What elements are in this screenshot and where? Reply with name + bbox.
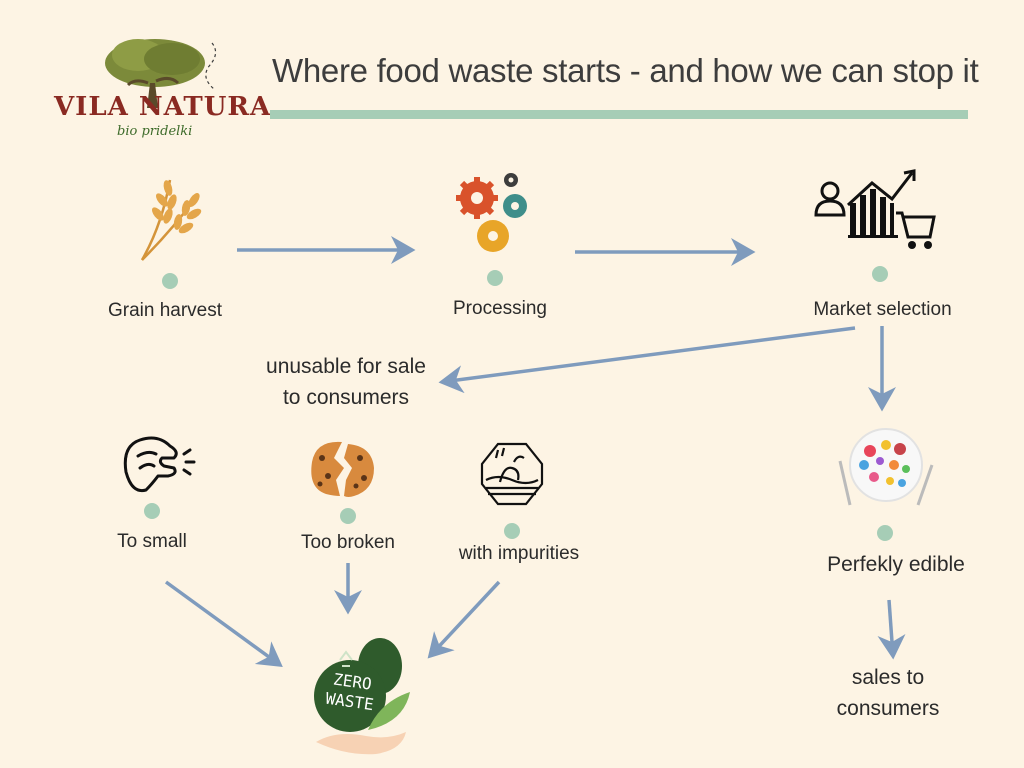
gears-icon xyxy=(456,173,527,252)
arrow-edible-to-sales xyxy=(877,599,906,660)
arrow-small-to-zerowaste xyxy=(164,580,283,668)
reason-dot-impurities xyxy=(504,523,520,539)
arrow-impurities-to-zerowaste xyxy=(427,580,501,659)
stage-label-market: Market selection xyxy=(813,299,952,320)
stage-dot-processing xyxy=(487,270,503,286)
sales-line-2: consumers xyxy=(836,697,940,720)
plate-icon xyxy=(838,428,934,506)
broken-cookie-icon xyxy=(311,441,374,497)
logo-tagline: bio pridelki xyxy=(117,124,193,139)
stage-label-harvest: Grain harvest xyxy=(107,300,223,321)
unusable-label: unusable for sale to consumers xyxy=(255,351,437,413)
zero-waste-text: ZERO WASTE xyxy=(318,668,385,716)
reason-label-broken: Too broken xyxy=(300,532,395,553)
reason-dot-small xyxy=(144,503,160,519)
arrow-market-to-unusable xyxy=(438,326,856,394)
small-grain-icon xyxy=(123,436,196,493)
logo-name: VILA NATURA xyxy=(54,92,272,122)
unusable-line-2: to consumers xyxy=(282,386,410,409)
logo xyxy=(50,25,250,145)
stage-dot-harvest xyxy=(162,273,178,289)
edible-dot xyxy=(877,525,893,541)
market-icon xyxy=(814,169,936,249)
sales-line-1: sales to xyxy=(851,666,925,689)
page-title: Where food waste starts - and how we can… xyxy=(272,52,979,89)
title-underline xyxy=(270,110,968,119)
zero-waste-badge xyxy=(314,638,410,755)
edible-label: Perfekly edible xyxy=(827,553,965,576)
unusable-line-1: unusable for sale xyxy=(266,355,426,378)
tree-icon xyxy=(105,39,217,108)
reason-label-small: To small xyxy=(117,531,187,552)
impurities-icon xyxy=(480,442,544,506)
reason-dot-broken xyxy=(340,508,356,524)
reason-label-impurities: with impurities xyxy=(458,543,580,564)
wheat-icon xyxy=(140,179,202,261)
stage-label-processing: Processing xyxy=(453,298,547,319)
stage-dot-market xyxy=(872,266,888,282)
sales-label: sales to consumers xyxy=(822,662,954,724)
